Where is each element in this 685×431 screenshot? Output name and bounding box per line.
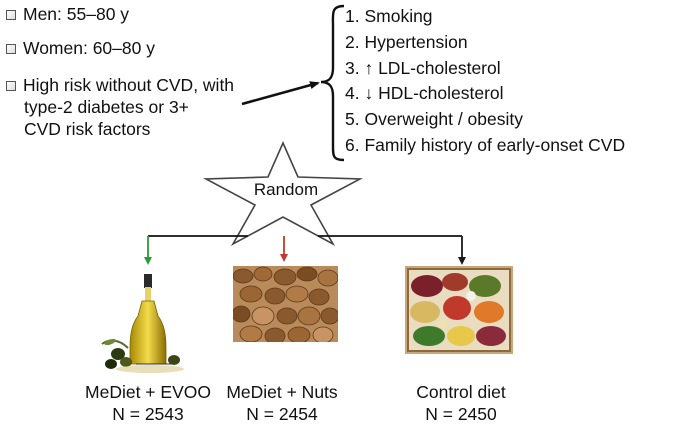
risk-factor-item: 6. Family history of early-onset CVD <box>345 134 626 155</box>
arm-arrow-nuts-head <box>280 254 288 262</box>
risk-factor-item: 3. ↑ LDL-cholesterol <box>345 57 501 78</box>
checkbox-bullet-icon <box>6 10 16 20</box>
arm-n: N = 2454 <box>246 404 318 424</box>
risk-factor-list: 1. Smoking 2. Hypertension 3. ↑ LDL-chol… <box>345 4 625 159</box>
criterion-to-risk-arrow <box>241 81 320 106</box>
risk-factor-item: 1. Smoking <box>345 6 433 26</box>
arm-name: MeDiet + EVOO <box>85 382 211 402</box>
checkbox-bullet-icon <box>6 44 16 54</box>
arm-name: Control diet <box>416 382 506 402</box>
risk-factor-item: 4. ↓ HDL-cholesterol <box>345 83 504 104</box>
control-diet-food-image <box>405 266 513 354</box>
olive-oil-bottle-image <box>100 268 186 374</box>
arm-arrow-evoo-head <box>144 257 152 265</box>
risk-factor-item: 2. Hypertension <box>345 31 468 52</box>
risk-factor-item: 5. Overweight / obesity <box>345 109 523 130</box>
random-star-shape <box>202 141 364 247</box>
arm-n: N = 2543 <box>112 404 184 424</box>
criterion-high-risk: High risk without CVD, with type-2 diabe… <box>6 74 234 140</box>
nuts-image <box>233 266 338 342</box>
arm-name: MeDiet + Nuts <box>226 382 338 402</box>
curly-brace <box>320 4 345 162</box>
arm-n: N = 2450 <box>425 404 497 424</box>
criterion-men: Men: 55–80 y <box>6 3 129 25</box>
arm-arrow-control-head <box>458 257 466 265</box>
arm-evoo: MeDiet + EVOO N = 2543 <box>38 381 258 425</box>
checkbox-bullet-icon <box>6 81 16 91</box>
criterion-women: Women: 60–80 y <box>6 37 155 59</box>
arm-nuts: MeDiet + Nuts N = 2454 <box>202 381 362 425</box>
arm-control: Control diet N = 2450 <box>391 381 531 425</box>
random-label: Random <box>253 180 319 199</box>
